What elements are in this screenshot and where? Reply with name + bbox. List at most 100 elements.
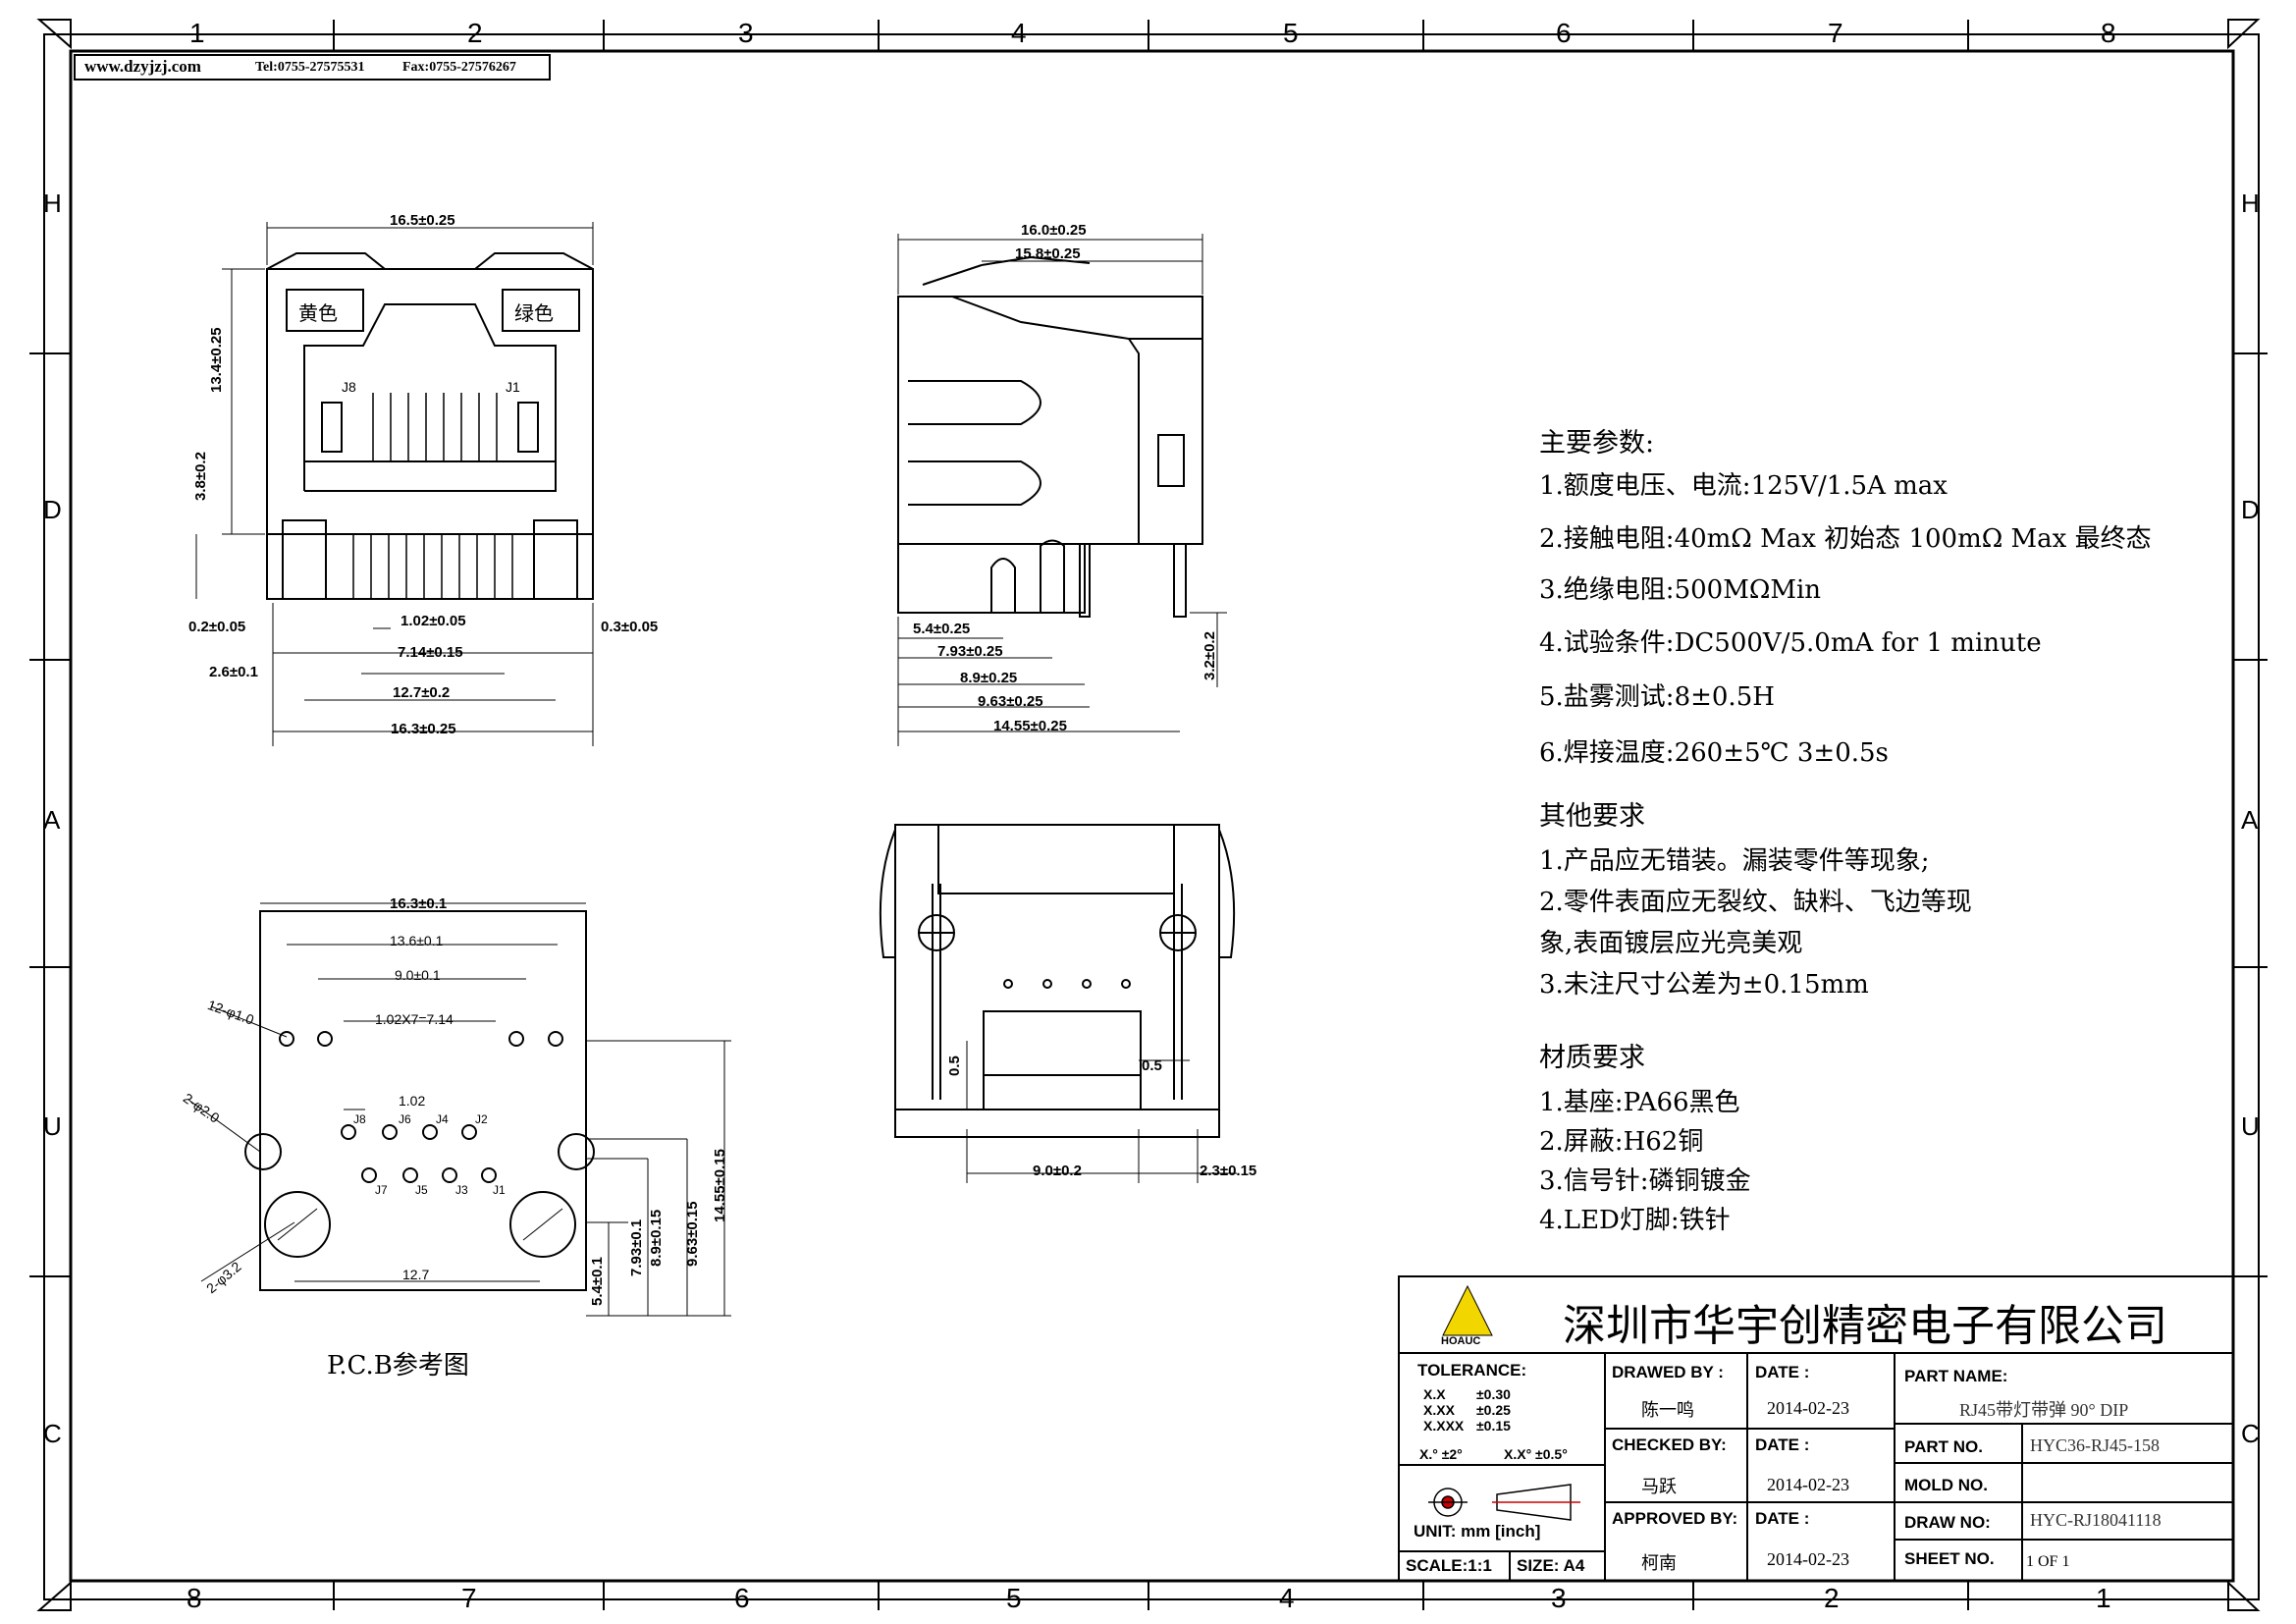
front-pin-j1: J1 (506, 379, 520, 395)
dim-front-right-off: 0.3±0.05 (601, 619, 659, 635)
dim-front-base: 16.3±0.25 (391, 721, 456, 737)
outer-frame (43, 33, 2260, 1600)
approved-by-label: APPROVED BY: (1612, 1509, 1738, 1528)
dim-pcb-v4: 9.63±0.15 (684, 1201, 701, 1267)
scale-label: SCALE:1:1 (1406, 1556, 1492, 1575)
unit-label: UNIT: mm [inch] (1414, 1522, 1541, 1541)
zone-label-bottom-7: 7 (461, 1583, 477, 1613)
zone-label-top-2: 2 (467, 18, 483, 48)
dim-side-d3: 8.9±0.25 (960, 670, 1018, 686)
dim-pcb-v1: 5.4±0.1 (589, 1257, 606, 1306)
spec-item-2: 2.接触电阻:40mΩ Max 初始态 100mΩ Max 最终态 (1539, 524, 2152, 554)
mold-no-label: MOLD NO. (1904, 1476, 1988, 1494)
other-req-item-3: 象,表面镀层应光亮美观 (1539, 929, 1803, 958)
dim-side-pin-len: 3.2±0.2 (1201, 631, 1218, 680)
dim-front-span127: 12.7±0.2 (393, 684, 451, 701)
tol-xx-val: ±0.25 (1476, 1402, 1511, 1418)
front-view (195, 222, 594, 746)
zone-label-left-d: D (43, 495, 62, 524)
dim-front-span714: 7.14±0.15 (398, 644, 463, 661)
date-value-2: 2014-02-23 (1767, 1475, 1849, 1494)
dim-front-pin-offset: 0.2±0.05 (188, 619, 246, 635)
pcb-pin-j5: J5 (415, 1183, 428, 1197)
pcb-pin-j4: J4 (436, 1112, 449, 1126)
zone-label-left-h: H (43, 189, 62, 218)
zone-label-right-h: H (2241, 189, 2260, 218)
tol-x-val: ±0.30 (1476, 1386, 1511, 1402)
spec-item-3: 3.绝缘电阻:500MΩMin (1539, 575, 1822, 605)
dim-pcb-v5: 14.55±0.15 (712, 1149, 728, 1222)
dim-bottom-d: 2.3±0.15 (1200, 1163, 1257, 1179)
date-label-3: DATE : (1755, 1509, 1810, 1528)
material-item-2: 2.屏蔽:H62铜 (1539, 1127, 1704, 1157)
pcb-caption: P.C.B参考图 (327, 1351, 469, 1380)
sheet-no-label: SHEET NO. (1904, 1549, 1995, 1568)
projection-symbol-icon (1428, 1484, 1580, 1521)
zone-label-top-6: 6 (1556, 18, 1572, 48)
front-pin-j8: J8 (342, 379, 356, 395)
zone-label-bottom-5: 5 (1006, 1583, 1022, 1613)
draw-no-value: HYC-RJ18041118 (2030, 1510, 2162, 1530)
drawn-by-value: 陈一鸣 (1641, 1400, 1694, 1420)
header-website[interactable]: www.dzyjzj.com (84, 57, 201, 76)
corner-mark-br (2227, 1580, 2261, 1611)
header-phone: Tel:0755-27575531 (255, 60, 365, 75)
dim-side-d1: 5.4±0.25 (913, 621, 971, 637)
approved-by-value: 柯南 (1641, 1553, 1677, 1573)
dim-front-pin-w: 2.6±0.1 (209, 664, 258, 680)
bottom-view (879, 824, 1237, 1183)
company-name: 深圳市华宇创精密电子有限公司 (1563, 1301, 2167, 1351)
logo-icon (1442, 1284, 1493, 1336)
dim-front-pitch: 1.02±0.05 (400, 613, 466, 629)
tol-xx: X.XX (1423, 1402, 1455, 1418)
spec-item-5: 5.盐雾测试:8±0.5H (1539, 682, 1775, 712)
material-item-1: 1.基座:PA66黑色 (1539, 1088, 1740, 1117)
tol-angle-2: X.X° ±0.5° (1504, 1446, 1568, 1462)
corner-mark-tr (2227, 19, 2261, 50)
dim-side-length: 16.0±0.25 (1021, 222, 1087, 239)
pcb-pin-j1: J1 (493, 1183, 506, 1197)
date-label-1: DATE : (1755, 1363, 1810, 1381)
dim-pcb-v3: 8.9±0.15 (648, 1209, 665, 1267)
header-fax: Fax:0755-27576267 (402, 60, 516, 75)
zone-label-bottom-6: 6 (734, 1583, 750, 1613)
zone-label-top-3: 3 (738, 18, 754, 48)
dim-pcb-w90: 9.0±0.1 (395, 967, 441, 983)
zone-label-bottom-2: 2 (1824, 1583, 1840, 1613)
zone-label-right-a: A (2241, 805, 2259, 835)
pcb-view (187, 902, 731, 1317)
label-yellow: 黄色 (298, 301, 338, 325)
part-name-label: PART NAME: (1904, 1367, 2008, 1385)
pcb-pin-j6: J6 (399, 1112, 411, 1126)
zone-label-left-c: C (43, 1419, 62, 1448)
part-no-label: PART NO. (1904, 1437, 1983, 1456)
zone-label-top-4: 4 (1011, 18, 1027, 48)
logo-text: HOAUC (1441, 1335, 1481, 1347)
zone-label-right-u: U (2241, 1111, 2260, 1141)
tol-xxx-val: ±0.15 (1476, 1418, 1511, 1434)
materials-title: 材质要求 (1539, 1043, 1645, 1073)
draw-no-label: DRAW NO: (1904, 1513, 1991, 1532)
zone-label-bottom-8: 8 (187, 1583, 202, 1613)
dim-pcb-p102: 1.02 (399, 1093, 426, 1109)
dim-pcb-w136: 13.6±0.1 (390, 933, 444, 948)
inner-frame (69, 49, 2235, 1583)
other-req-item-2: 2.零件表面应无裂纹、缺料、飞边等现 (1539, 888, 1972, 917)
pcb-pin-j2: J2 (475, 1112, 488, 1126)
date-value-3: 2014-02-23 (1767, 1549, 1849, 1569)
zone-label-left-a: A (43, 805, 61, 835)
zone-label-bottom-3: 3 (1551, 1583, 1567, 1613)
dim-side-d4: 9.63±0.25 (978, 693, 1043, 710)
dim-side-length-inner: 15.8±0.25 (1015, 245, 1081, 262)
zone-label-top-1: 1 (189, 18, 205, 48)
corner-mark-bl (36, 1580, 72, 1611)
spec-item-6: 6.焊接温度:260±5℃ 3±0.5s (1539, 738, 1889, 768)
zone-ticks (29, 20, 2268, 1610)
tol-xxx: X.XXX (1423, 1418, 1465, 1434)
title-block-grid (1398, 1275, 2234, 1582)
dim-front-height: 13.4±0.25 (208, 327, 225, 393)
part-no-value: HYC36-RJ45-158 (2030, 1435, 2161, 1455)
dim-bottom-b: 0.5 (1142, 1057, 1162, 1074)
spec-item-1: 1.额度电压、电流:125V/1.5A max (1539, 471, 1948, 501)
